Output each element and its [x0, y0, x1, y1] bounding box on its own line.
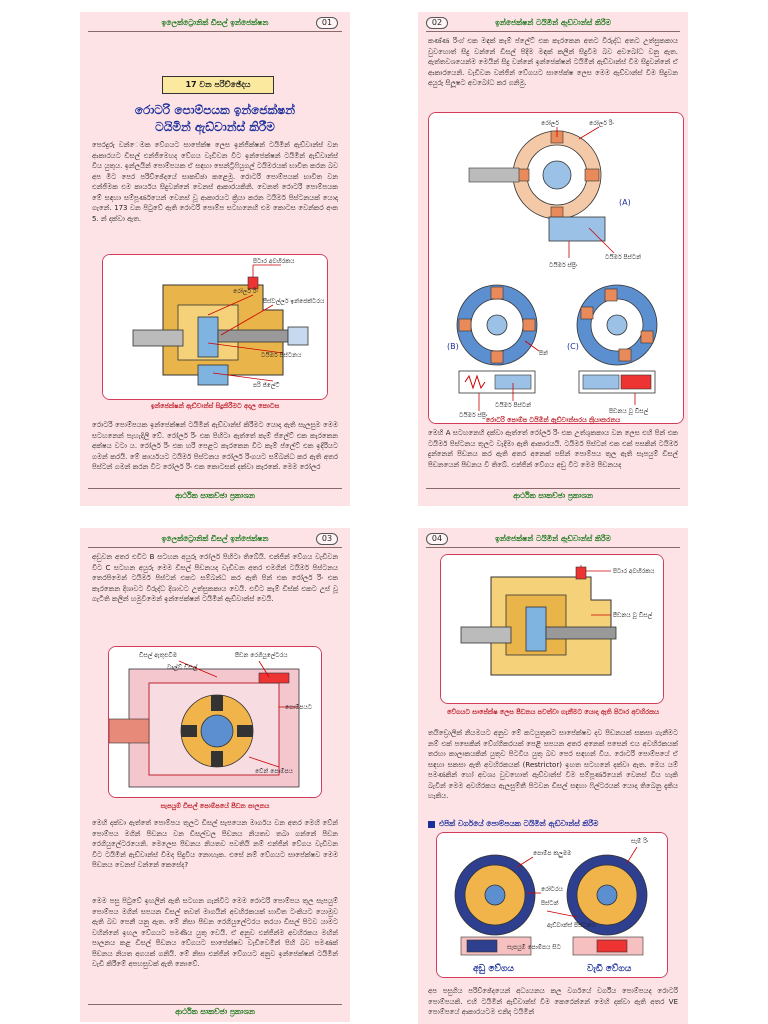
pump-cutaway-diagram: පිටාර අවහිරකය රෝලර් රිං පීස්වල්ලර් ඉන්ජෙ… [103, 255, 327, 399]
label-roller-ring: රෝලර් රිං [589, 119, 614, 127]
body-paragraph-1: පෙරදුරු වන්ෙමක වේගයට සාපේක්ෂ ලෙස ඉන්ජික්… [92, 141, 338, 223]
body-paragraph-2: අප පසුගිය පරිච්ඡේදයෙන් අධ්‍යයනය කල වර්ගය… [428, 987, 678, 1016]
bullet-square-icon [428, 820, 435, 828]
label-diagram-a: (A) [619, 198, 631, 207]
label-diagram-c: (C) [567, 342, 579, 351]
label-valve-diesel: වාල්ව් ඩීසල් [167, 664, 198, 671]
page-04: 04 ඉන්ජෙක්ෂන් ටයිමින් ඇඩ්වාන්ස් කිරීම පි… [418, 528, 688, 1024]
label-timer-piston-b: ටයිමර් පිස්ටන් [495, 402, 531, 409]
header-text: ඉලෙක්ට්‍රොනික් ඩීසල් ඉන්ජෙක්ෂන [161, 18, 269, 27]
page-01: ඉලෙක්ට්‍රොනික් ඩීසල් ඉන්ජෙක්ෂන 01 17 වන … [80, 12, 350, 506]
body-paragraph-2: මෙහි A සටහනෙහි දක්වා ඇත්තේ රෝලර් රිං එක … [428, 429, 678, 469]
figure-pump-cutaway: පිටාර අවහිරකය රෝලර් රිං පීස්වල්ලර් ඉන්ජෙ… [102, 254, 328, 400]
label-overflow-restrictor: පිටාර අවහිරකය [253, 258, 295, 265]
body-paragraph-1: කණ්ණ රිංග් එක මඳක් කැම් ප්ලේට් එක කැරකෙන… [428, 37, 678, 87]
label-vane-pump: වේන් පොම්පය [255, 768, 294, 775]
figure-caption: ඉන්ජෙක්ෂන් ඇඩ්වාන්ස් සිදුකිරීමට අදාල කොට… [150, 402, 280, 410]
figure-caption: වේගයට සාපේක්ෂ ලෙස පීඩනය පවත්වා ගැනීමට යො… [446, 708, 660, 716]
label-pin: පින් [539, 350, 548, 357]
label-timer-spring: ටයිමර් ස්ප්‍රිං [549, 262, 578, 270]
label-timer-piston: ටයිමර් පිස්ටනය [261, 352, 302, 359]
label-timer-piston: ටයිමර් පිස්ටන් [605, 254, 641, 261]
label-pressure-regulator: පීඩන රෙගියුලේටරය [235, 652, 288, 660]
subhead-text: එපික් වර්ගයේ පොම්පයක ටයිමින් ඇඩ්වාන්ස් ක… [439, 819, 599, 828]
label-high-speed: වැඩි වේගය [587, 962, 632, 974]
page-footer: ආර්ථික සාකච්ඡා ප්‍රකාශන [88, 488, 342, 502]
title-line-2: ටයිමින් ඇඩ්වාන්ස් කිරීම [155, 120, 275, 134]
header-text: ඉන්ජෙක්ෂන් ටයිමින් ඇඩ්වාන්ස් කිරීම [495, 18, 611, 27]
page-number: 01 [316, 17, 338, 29]
body-paragraph-3: මෙම පසු පිටුවේ ඉහලින් ඇති සටහන ගැන්විට ම… [92, 897, 338, 968]
label-advance-piston: ඇඩ්වාන්ස් පිස්ටනය [547, 922, 597, 929]
label-injector: පීස්වල්ලර් ඉන්ජෙක්ටරය [263, 298, 325, 305]
page-header: ඉලෙක්ට්‍රොනික් ඩීසල් ඉන්ජෙක්ෂන 03 [88, 532, 342, 548]
label-from-supply-pump: සැපයුම් පොම්පය සිට [507, 944, 562, 952]
label-diagram-b: (B) [447, 342, 459, 351]
page-number: 03 [316, 533, 338, 545]
chapter-box: 17 වන පරිච්ඡේදය [162, 76, 274, 94]
page-title: රොටරි පොම්පයක ඉන්ජෙක්ෂන් ටයිමින් ඇඩ්වාන්… [90, 102, 340, 136]
page-footer: ආර්ථික සාකච්ඡා ප්‍රකාශන [426, 488, 680, 502]
label-overflow-restrictor: පිටාර අවහිරකය [613, 568, 655, 575]
epic-pump-timing-diagram: පොම්ප කලුමම සැම් රිං රෝටරය පිස්ටන් ඇඩ්වා… [437, 833, 667, 977]
page-number: 04 [426, 533, 448, 545]
label-timer-spring-b: ටයිමර් ස්ප්‍රිං [459, 412, 488, 420]
label-rotor: රෝටරය [541, 886, 564, 893]
page-header: 04 ඉන්ජෙක්ෂන් ටයිමින් ඇඩ්වාන්ස් කිරීම [426, 532, 680, 548]
figure-caption: සැපයුම් ඩීසල් පොම්පයේ පීඩන පාලනය [160, 802, 270, 810]
label-to-pump: පොම්පයට [285, 704, 313, 711]
label-low-speed: අඩු වේගය [473, 962, 514, 975]
figure-overflow-restrictor: පිටාර අවහිරකය පීඩනය වූ ඩීසල් [440, 554, 664, 704]
supply-pressure-diagram: ඩීසල් ඇතුළුවීම වාල්ව් ඩීසල් පීඩන රෙගියුල… [109, 647, 321, 797]
body-paragraph-2: රොටරි පොම්පයක ඉන්ජෙක්ෂන් ටයිමින් ඇඩ්වාන්… [92, 421, 338, 471]
label-pump-housing: පොම්ප කලුමම [533, 850, 572, 858]
body-paragraph-2: මෙහි දක්වා ඇත්තේ පොම්පය තුලට ඩීසල් සැපයෙ… [92, 819, 338, 869]
figure-timer-advance: රෝලර් රෝලර් රිං (A) ටයිමර් පිස්ටන් ටයිමර… [428, 112, 684, 424]
page-number: 02 [426, 17, 448, 29]
body-paragraph-1: තයිඩ්‍රොලික් නියමයට අනුව මේ කටයුතුකට සාප… [428, 729, 678, 800]
label-diesel-inlet: ඩීසල් ඇතුළුවීම [139, 652, 178, 659]
page-header: 02 ඉන්ජෙක්ෂන් ටයිමින් ඇඩ්වාන්ස් කිරීම [426, 16, 680, 32]
figure-caption: රොටරි පොම්ප ටයිමින් ඇඩ්වාන්සරය ක්‍රියාකර… [485, 416, 621, 424]
label-pressurized-diesel: පීඩනය වූ ඩීසල් [613, 612, 653, 620]
body-paragraph-1: අඩුවන අතර එවිට B සටහන අයුරු රෝලර් පිහිටා… [92, 553, 338, 603]
section-subheading: එපික් වර්ගයේ පොම්පයක ටයිමින් ඇඩ්වාන්ස් ක… [428, 818, 680, 830]
label-roller: රෝලර් [541, 120, 559, 127]
header-text: ඉලෙක්ට්‍රොනික් ඩීසල් ඉන්ජෙක්ෂන [161, 534, 269, 543]
page-header: ඉලෙක්ට්‍රොනික් ඩීසල් ඉන්ජෙක්ෂන 01 [88, 16, 342, 32]
page-03: ඉලෙක්ට්‍රොනික් ඩීසල් ඉන්ජෙක්ෂන 03 අඩුවන … [80, 528, 350, 1022]
figure-epic-pump-timing: පොම්ප කලුමම සැම් රිං රෝටරය පිස්ටන් ඇඩ්වා… [436, 832, 668, 978]
label-roller-ring: රෝලර් රිං [233, 287, 258, 295]
timer-advance-diagram: රෝලර් රෝලර් රිං (A) ටයිමර් පිස්ටන් ටයිමර… [429, 113, 683, 423]
header-text: ඉන්ජෙක්ෂන් ටයිමින් ඇඩ්වාන්ස් කිරීම [495, 534, 611, 543]
label-cam-plate: පරි ජ්ලේට් [253, 381, 280, 389]
label-piston: පිස්ටන් [541, 900, 559, 907]
title-line-1: රොටරි පොම්පයක ඉන්ජෙක්ෂන් [134, 103, 296, 117]
label-cam-ring: සැම් රිං [631, 837, 649, 845]
label-pressurized-diesel: පිඩනය වූ ඩීසල් [609, 408, 649, 416]
page-02: 02 ඉන්ජෙක්ෂන් ටයිමින් ඇඩ්වාන්ස් කිරීම කණ… [418, 12, 688, 506]
overflow-restrictor-diagram: පිටාර අවහිරකය පීඩනය වූ ඩීසල් [441, 555, 663, 703]
page-footer: ආර්ථික සාකච්ඡා ප්‍රකාශන [88, 1004, 342, 1018]
figure-supply-pressure: ඩීසල් ඇතුළුවීම වාල්ව් ඩීසල් පීඩන රෙගියුල… [108, 646, 322, 798]
